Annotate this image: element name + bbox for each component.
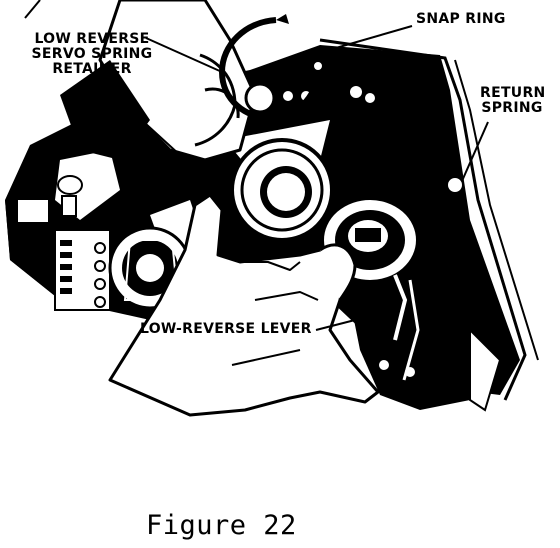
retainer-callout-line-2: SERVO SPRING [31,46,153,62]
figure-caption: Figure 22 [146,510,297,541]
return-spring-callout-line-2: SPRING [481,100,543,116]
return-spring-callout-line-1: RETURN [480,85,546,101]
low-reverse-lever-callout: LOW-REVERSE LEVER [140,321,312,337]
servo-spring-retainer [230,138,334,247]
low-reverse-servo-spring-retainer-callout: LOW REVERSE SERVO SPRING RETAINER [18,32,166,77]
left-fixture [54,175,111,311]
snap-ring-callout: SNAP RING [416,11,506,27]
low-reverse-lever [108,226,192,310]
retainer-callout-line-3: RETAINER [52,61,132,77]
leader-lines [24,0,489,331]
technician-hand [60,0,380,417]
return-spring-callout: RETURN SPRING [480,85,546,116]
retainer-callout-line-1: LOW REVERSE [34,31,150,47]
snap-ring [218,14,325,122]
